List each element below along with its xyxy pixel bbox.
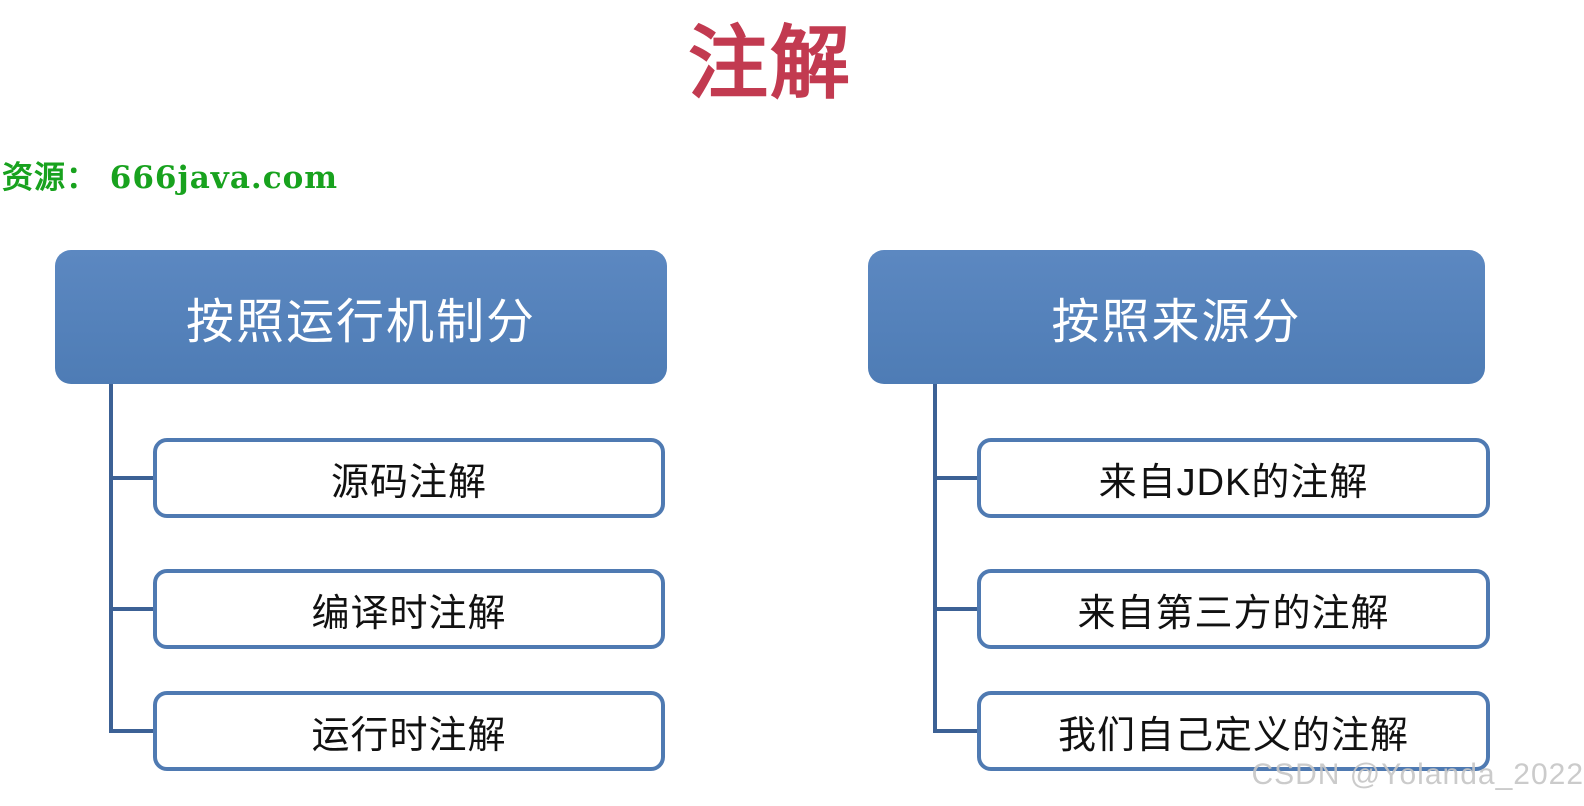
tree-left-connector-stub-1 [111,476,155,480]
page-title: 注解 [688,19,852,108]
csdn-watermark: CSDN @Yolanda_2022 [1251,758,1584,791]
tree-left-connector-vline [109,384,113,733]
tree-right-connector-vline [933,384,937,733]
tree-right-connector-stub-2 [935,607,979,611]
tree-left-child-node-2: 编译时注解 [153,569,665,649]
tree-right-connector-stub-3 [935,729,979,733]
tree-left-connector-stub-2 [111,607,155,611]
tree-left-child-node-1: 源码注解 [153,438,665,518]
tree-right-root-node: 按照来源分 [868,250,1485,384]
source-note: 资源： 666java.com [2,160,339,196]
tree-left-connector-stub-3 [111,729,155,733]
tree-left-root-node: 按照运行机制分 [55,250,667,384]
tree-right-child-node-2: 来自第三方的注解 [977,569,1490,649]
tree-right-child-node-3: 我们自己定义的注解 [977,691,1490,771]
tree-right-child-node-1: 来自JDK的注解 [977,438,1490,518]
tree-left-child-node-3: 运行时注解 [153,691,665,771]
tree-right-connector-stub-1 [935,476,979,480]
